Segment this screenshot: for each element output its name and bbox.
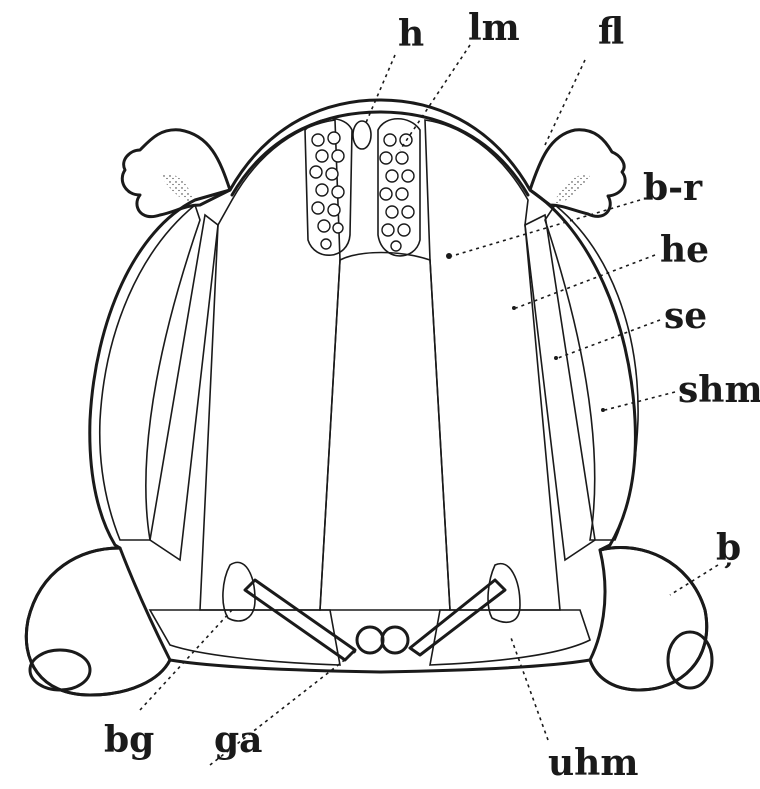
- cellular-mass-right-cells: [380, 134, 414, 251]
- left-bulb-opening: [30, 650, 90, 690]
- label-lm: lm: [468, 7, 520, 49]
- leader-uhm: [510, 635, 548, 740]
- right-bulb-opening: [668, 632, 712, 688]
- bg-left-blob: [223, 562, 255, 621]
- right-diagonal-bar: [410, 580, 505, 655]
- leader-shm: [605, 392, 675, 410]
- leader-he: [516, 255, 655, 308]
- leader-h: [365, 55, 395, 125]
- left-diagonal-bar: [245, 580, 355, 660]
- ga-right-circle: [382, 627, 408, 653]
- cellular-mass-left-cells: [310, 132, 344, 249]
- right-fin-fl: [530, 130, 625, 217]
- dorsal-cap: [232, 112, 528, 195]
- leader-b1: [670, 565, 718, 595]
- label-h: h: [398, 13, 424, 55]
- label-se: se: [664, 295, 707, 337]
- left-bulb: [26, 548, 170, 695]
- se-dot: [554, 356, 558, 360]
- bg-right-blob: [488, 564, 520, 623]
- left-outer-muscle: [100, 205, 200, 540]
- leader-br: [452, 200, 640, 256]
- right-outer-muscle: [545, 205, 638, 540]
- leader-se: [558, 320, 660, 358]
- label-br: b-r: [643, 167, 703, 209]
- label-fl: fl: [598, 11, 624, 53]
- label-ga: ga: [214, 719, 263, 761]
- left-fin-stipple: [160, 174, 195, 205]
- label-bg: bg: [104, 719, 154, 761]
- label-shm: shm: [678, 369, 760, 411]
- label-uhm: uhm: [548, 742, 638, 784]
- left-fin: [122, 130, 230, 217]
- ga-left-circle: [357, 627, 383, 653]
- shm-dot: [601, 408, 605, 412]
- h-oval-structure: [353, 121, 371, 149]
- central-cavity: [320, 253, 450, 611]
- leader-lm: [400, 45, 470, 150]
- right-fin-stipple: [555, 175, 590, 205]
- right-bulb-b1: [590, 548, 707, 691]
- ventral-floor-right: [430, 610, 590, 665]
- he-dot: [512, 306, 516, 310]
- label-he: he: [660, 229, 709, 271]
- br-dot: [446, 253, 452, 259]
- label-b1: b̦: [716, 527, 741, 569]
